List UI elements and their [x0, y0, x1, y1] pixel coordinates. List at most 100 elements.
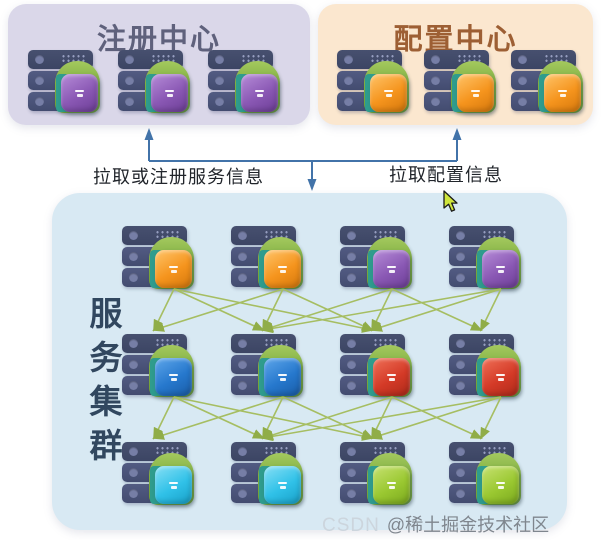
cube-glyph-icon [169, 266, 178, 273]
service-cube-icon [264, 466, 301, 504]
community-handle-text: @稀土掘金技术社区 [386, 515, 550, 535]
vents-icon [373, 230, 398, 239]
service-cube-icon [151, 74, 188, 112]
vents-icon [151, 54, 176, 63]
server-icon [208, 50, 280, 113]
up-arrowhead-registry [144, 128, 154, 140]
cube-glyph-icon [165, 90, 174, 97]
led-icon [238, 381, 247, 390]
vents-icon [373, 338, 398, 347]
led-icon [431, 97, 440, 106]
cube-glyph-icon [75, 90, 84, 97]
service-cube-icon [373, 358, 410, 396]
led-icon [347, 489, 356, 498]
service-cube-icon [482, 358, 519, 396]
vents-icon [61, 54, 86, 63]
cube-glyph-icon [169, 482, 178, 489]
led-icon [238, 339, 247, 348]
service-cluster-panel: 服务集群 [52, 193, 567, 530]
led-icon [347, 231, 356, 240]
server-icon [122, 442, 194, 505]
led-icon [35, 76, 44, 85]
server-icon [122, 226, 194, 289]
led-icon [35, 55, 44, 64]
vents-icon [544, 54, 569, 63]
server-icon [449, 226, 521, 289]
led-icon [344, 76, 353, 85]
led-icon [129, 381, 138, 390]
service-cube-icon [264, 250, 301, 288]
config-panel: 配置中心 [318, 4, 593, 125]
service-cube-icon [457, 74, 494, 112]
cube-glyph-icon [558, 90, 567, 97]
service-cube-icon [61, 74, 98, 112]
service-cube-icon [264, 358, 301, 396]
cluster-servers [122, 226, 521, 505]
led-icon [347, 252, 356, 261]
led-icon [456, 360, 465, 369]
led-icon [238, 489, 247, 498]
led-icon [456, 231, 465, 240]
down-arrowhead-cluster [307, 179, 317, 191]
label-pull-config-info: 拉取配置信息 [389, 165, 503, 185]
vents-icon [373, 446, 398, 455]
led-icon [215, 76, 224, 85]
led-icon [238, 447, 247, 456]
server-icon [122, 334, 194, 397]
led-icon [238, 273, 247, 282]
led-icon [431, 76, 440, 85]
led-icon [518, 76, 527, 85]
cube-glyph-icon [255, 90, 264, 97]
led-icon [129, 339, 138, 348]
led-icon [456, 468, 465, 477]
label-pull-register-service-info: 拉取或注册服务信息 [93, 167, 264, 187]
cube-glyph-icon [387, 266, 396, 273]
led-icon [347, 381, 356, 390]
cube-glyph-icon [384, 90, 393, 97]
server-icon [337, 50, 409, 113]
led-icon [431, 55, 440, 64]
cube-glyph-icon [496, 482, 505, 489]
led-icon [456, 381, 465, 390]
watermark: CSDN @稀土掘金技术社区 [322, 511, 549, 537]
led-icon [238, 360, 247, 369]
led-icon [347, 273, 356, 282]
led-icon [125, 97, 134, 106]
cube-glyph-icon [496, 374, 505, 381]
led-icon [215, 55, 224, 64]
vents-icon [482, 446, 507, 455]
led-icon [344, 97, 353, 106]
cube-glyph-icon [278, 266, 287, 273]
server-icon [231, 226, 303, 289]
vents-icon [155, 230, 180, 239]
led-icon [518, 55, 527, 64]
up-arrowhead-config [452, 128, 462, 140]
server-icon [231, 334, 303, 397]
vents-icon [457, 54, 482, 63]
led-icon [129, 273, 138, 282]
cube-glyph-icon [471, 90, 480, 97]
led-icon [518, 97, 527, 106]
service-cube-icon [373, 250, 410, 288]
led-icon [456, 447, 465, 456]
led-icon [238, 468, 247, 477]
cube-glyph-icon [278, 482, 287, 489]
vents-icon [155, 446, 180, 455]
led-icon [215, 97, 224, 106]
led-icon [456, 339, 465, 348]
led-icon [129, 447, 138, 456]
vents-icon [264, 338, 289, 347]
led-icon [129, 468, 138, 477]
service-cube-icon [482, 250, 519, 288]
registry-servers [28, 50, 280, 113]
vents-icon [482, 338, 507, 347]
led-icon [456, 252, 465, 261]
led-icon [129, 252, 138, 261]
cube-glyph-icon [387, 482, 396, 489]
vents-icon [155, 338, 180, 347]
config-servers [337, 50, 583, 113]
led-icon [129, 489, 138, 498]
led-icon [347, 360, 356, 369]
led-icon [344, 55, 353, 64]
